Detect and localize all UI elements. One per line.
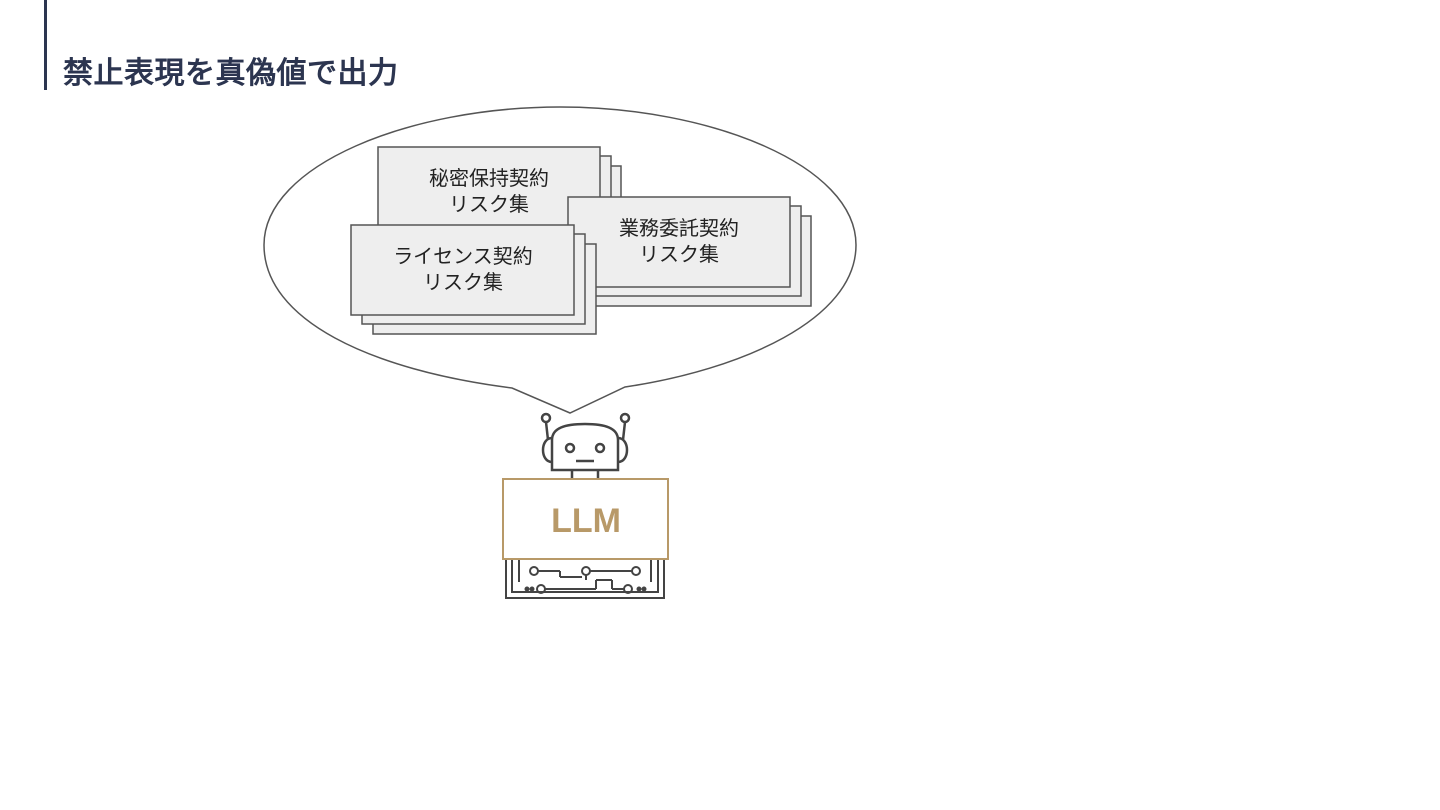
llm-label: LLM <box>551 502 621 540</box>
llm-box: LLM <box>502 478 669 560</box>
robot-icon <box>540 412 631 479</box>
document-title-outsourcing-line2: リスク集 <box>639 242 719 266</box>
document-stack-outsourcing: 業務委託契約 リスク集 <box>567 196 812 307</box>
document-title-nda-line1: 秘密保持契約 <box>429 166 549 190</box>
slide-title: 禁止表現を真偽値で出力 <box>63 56 399 91</box>
document-title-nda-line2: リスク集 <box>449 192 529 216</box>
document-title-license-line2: リスク集 <box>423 270 503 294</box>
document-stack-license: ライセンス契約 リスク集 <box>350 224 597 335</box>
document-title-outsourcing-line1: 業務委託契約 <box>619 216 739 240</box>
title-accent-bar <box>44 0 47 90</box>
document-title-license-line1: ライセンス契約 <box>393 244 533 268</box>
